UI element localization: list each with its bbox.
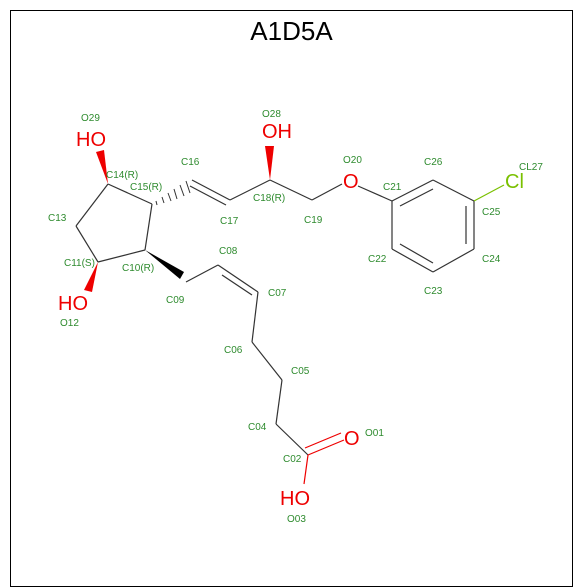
bond-c10-c11 [97, 249, 146, 263]
label-c07: C07 [268, 288, 287, 299]
bond-c06-c05 [251, 341, 283, 381]
bonds [75, 179, 505, 485]
label-c05: C05 [291, 366, 310, 377]
atom-cl27: Cl [505, 171, 524, 193]
atom-ho12: HO [58, 293, 88, 315]
bond-c04-c02 [275, 423, 309, 456]
label-c25: C25 [482, 207, 501, 218]
label-c02: C02 [283, 454, 302, 465]
label-c04: C04 [248, 422, 267, 433]
bond-c26-c25 [432, 179, 475, 202]
atom-oh28: OH [262, 121, 292, 143]
bond-c07-c06 [251, 291, 259, 343]
stereo-bonds [84, 146, 274, 292]
label-c13: C13 [48, 213, 67, 224]
bond-c24-c23 [432, 248, 475, 273]
bond-c02-o01 [307, 439, 345, 456]
bond-c09-c08 [185, 264, 219, 283]
wedge-c10-c09 [145, 250, 184, 279]
bond-c15-c10 [144, 203, 153, 251]
bond-o20-c21 [357, 185, 393, 202]
label-c06: C06 [224, 345, 243, 356]
label-c14: C14(R) [106, 170, 138, 181]
label-c15: C15(R) [130, 182, 162, 193]
bond-c23-c22-inner [399, 243, 434, 264]
bond-c19-o20 [311, 183, 343, 201]
bond-c21-c26 [391, 179, 434, 202]
label-cl27: CL27 [519, 162, 543, 173]
bond-c25-cl [473, 184, 505, 202]
label-c08: C08 [219, 246, 238, 257]
label-c24: C24 [482, 254, 501, 265]
bond-c02-o01-double [304, 432, 342, 449]
bond-c16-c17 [191, 179, 231, 201]
bond-c16-c17-double [189, 185, 227, 206]
atom-o20: O [343, 171, 359, 193]
label-c11: C11(S) [64, 258, 95, 269]
label-c09: C09 [166, 295, 185, 306]
label-c16: C16 [181, 157, 200, 168]
bond-c02-o03 [303, 454, 309, 485]
bond-c21-c26-inner [399, 188, 434, 207]
label-c22: C22 [368, 254, 387, 265]
bond-c17-c18 [229, 179, 271, 201]
bond-c14-c15 [107, 183, 153, 205]
structure-frame [10, 10, 573, 587]
label-o01: O01 [365, 428, 384, 439]
molecule-title: A1D5A [250, 16, 333, 46]
label-c21: C21 [383, 182, 402, 193]
atom-ho03: HO [280, 488, 310, 510]
label-o20: O20 [343, 155, 362, 166]
label-o28: O28 [262, 109, 281, 120]
label-c26: C26 [424, 157, 443, 168]
label-o03: O03 [287, 514, 306, 525]
label-c17: C17 [220, 216, 239, 227]
label-o12: O12 [60, 318, 79, 329]
bond-c08-c07 [217, 264, 259, 293]
label-o29: O29 [81, 113, 100, 124]
bond-c11-c13 [75, 225, 99, 263]
bond-c05-c04 [275, 379, 283, 425]
atom-ho29: HO [76, 129, 106, 151]
hash-c15-c16 [155, 180, 191, 206]
label-c18: C18(R) [253, 193, 285, 204]
label-c19: C19 [304, 215, 323, 226]
wedge-c14-o29 [96, 150, 108, 184]
bond-c18-c19 [269, 179, 313, 201]
bond-c23-c22 [391, 248, 434, 273]
hetero-atoms: HO OH O Cl HO O HO [58, 121, 524, 510]
wedge-c11-o12 [84, 262, 98, 292]
label-c10: C10(R) [122, 263, 154, 274]
bond-c08-c07-double [221, 274, 253, 296]
wedge-c18-o28 [265, 146, 274, 180]
atom-labels: O29 C14(R) C16 O28 O20 C26 CL27 C15(R) C… [48, 109, 543, 525]
label-c23: C23 [424, 286, 443, 297]
atom-o01: O [344, 428, 360, 450]
bond-c13-c14 [75, 183, 109, 227]
